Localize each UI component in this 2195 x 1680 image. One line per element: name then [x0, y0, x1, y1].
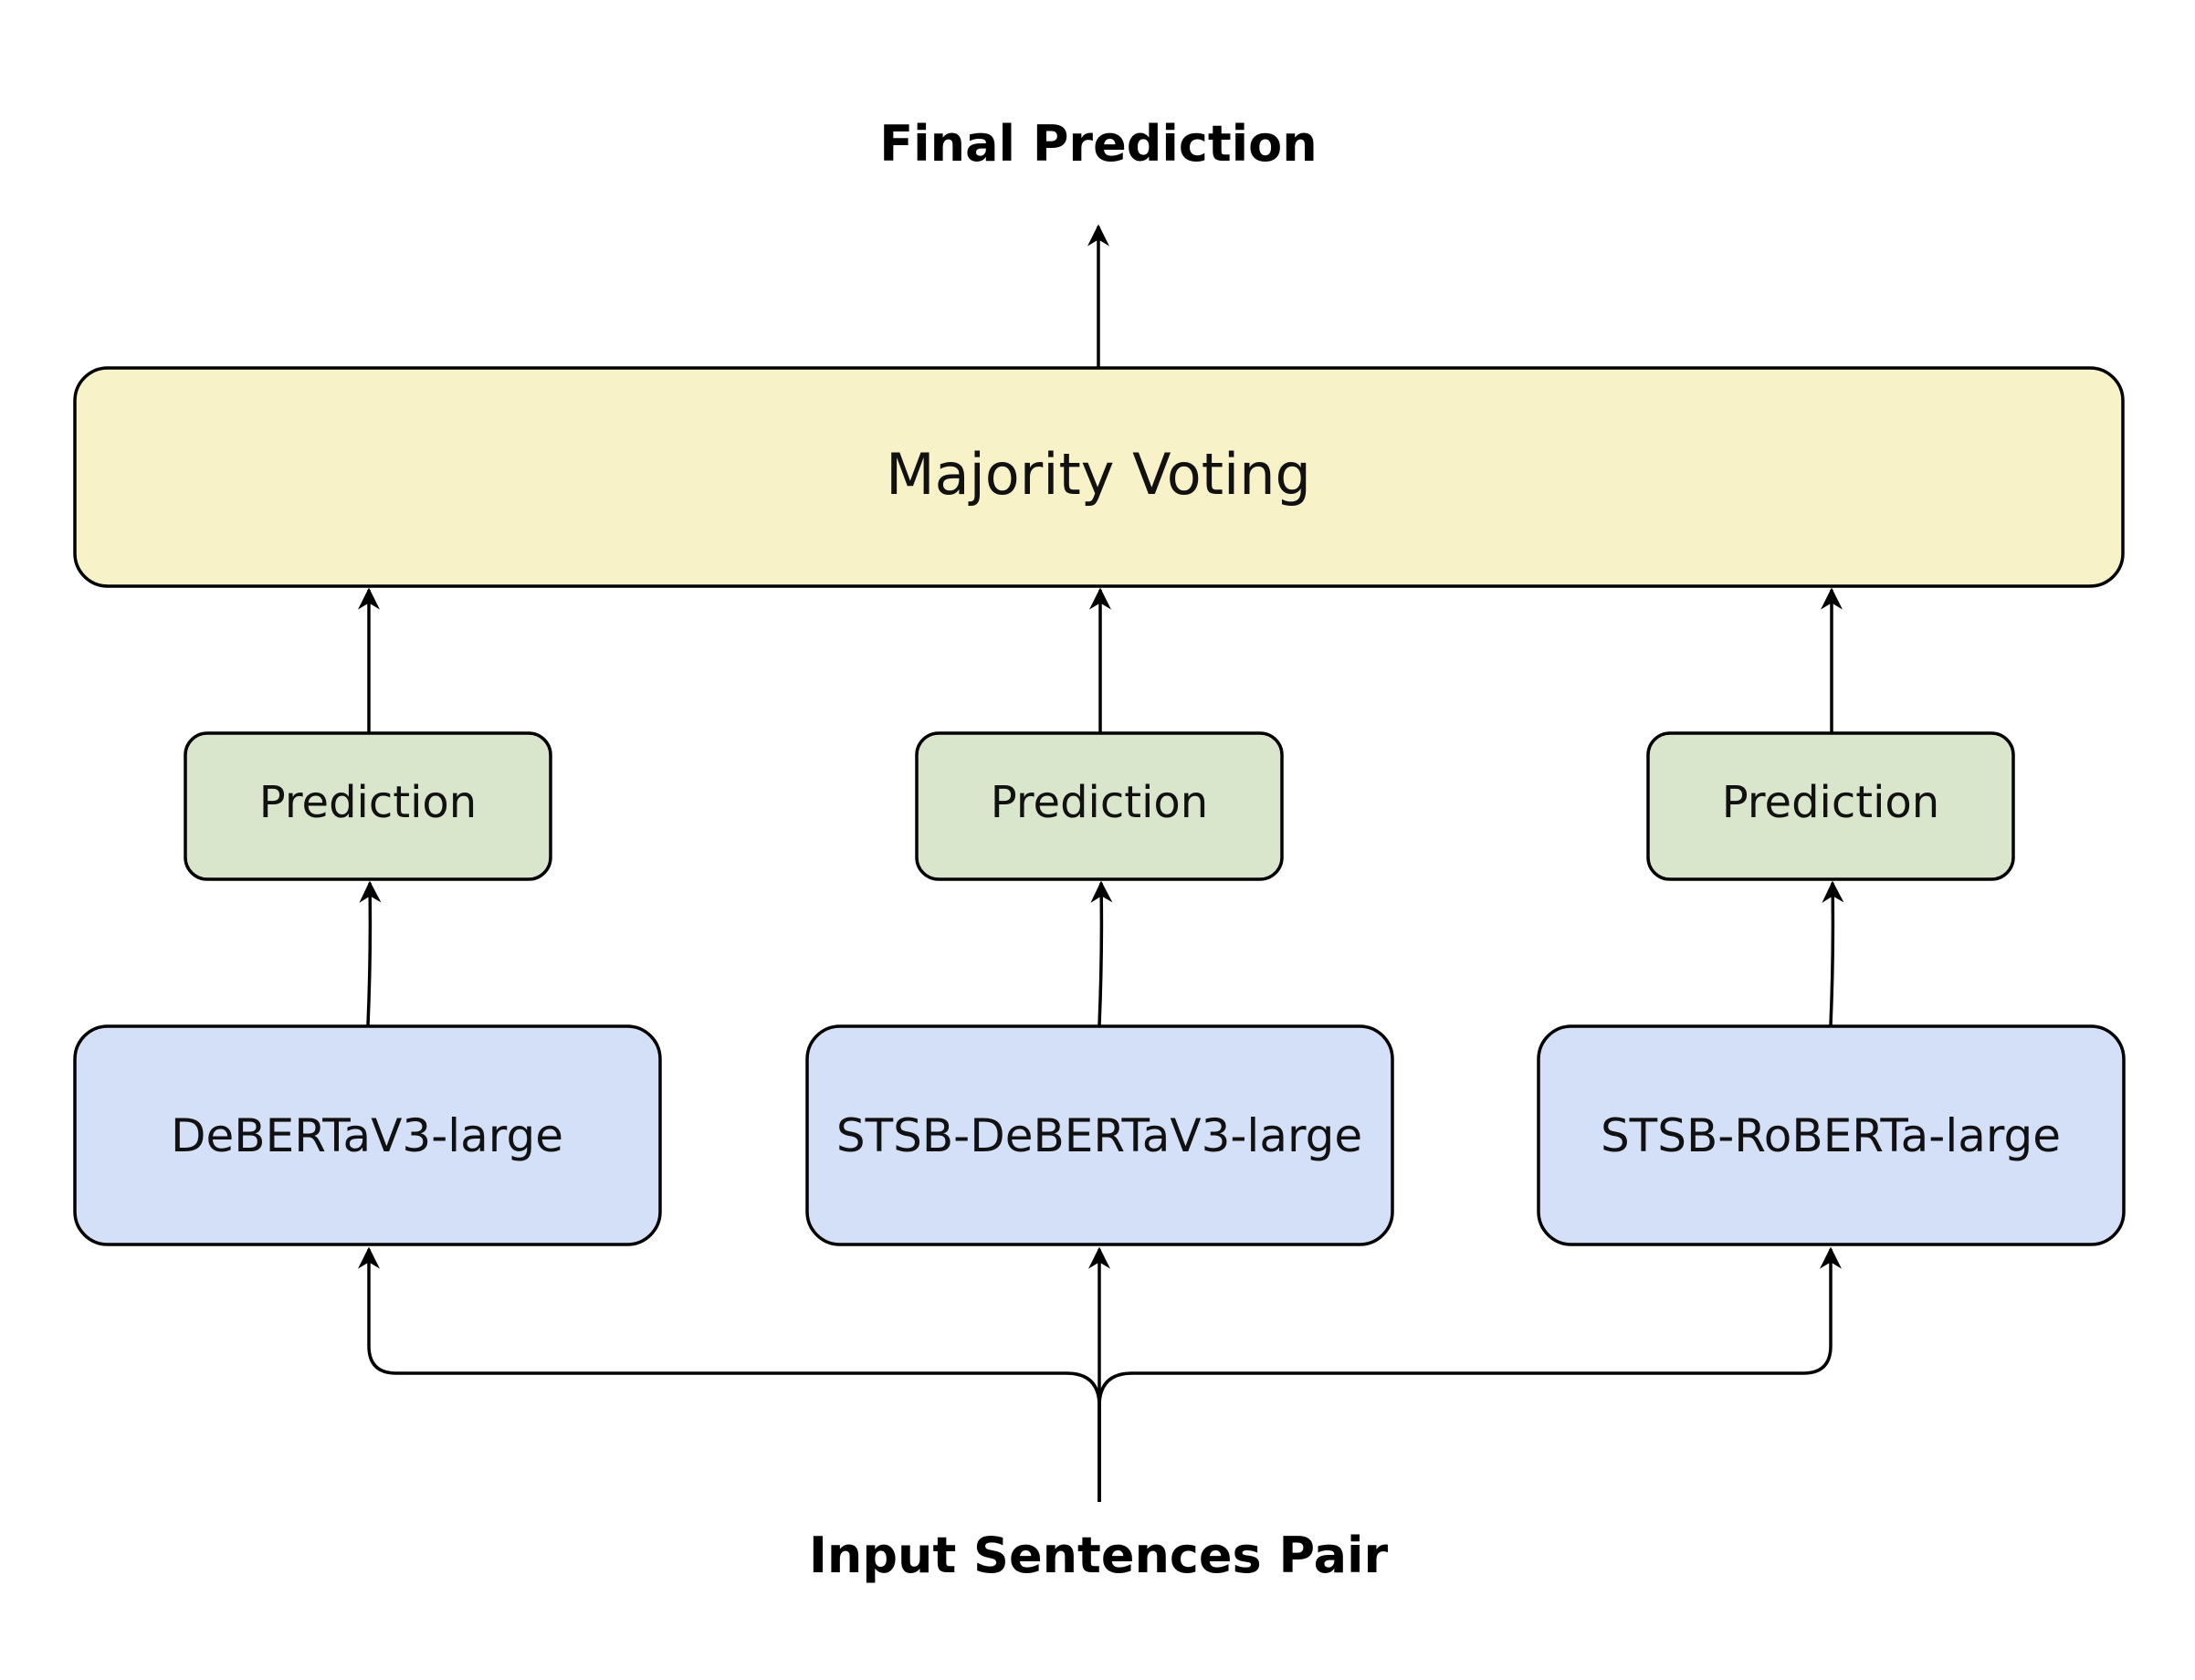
- model-box-2: [805, 1024, 1394, 1246]
- model-node-1: DeBERTaV3-large: [73, 1024, 662, 1246]
- arrow-input-to-model-3: [1098, 1246, 1842, 1502]
- model-label-3: STSB-RoBERTa-large: [1601, 1109, 2061, 1162]
- model-label-1: DeBERTaV3-large: [171, 1109, 563, 1162]
- model-box-3: [1537, 1024, 2126, 1246]
- majority-voting-box: [73, 366, 2125, 588]
- prediction-box-3: [1646, 731, 2015, 881]
- arrow-model-3-to-prediction: [1822, 880, 1844, 1026]
- prediction-label-2: Prediction: [991, 777, 1208, 828]
- input-sentences-label: Input Sentences Pair: [809, 1527, 1389, 1584]
- prediction-node-2: Prediction: [915, 731, 1284, 881]
- model-node-3: STSB-RoBERTa-large: [1537, 1024, 2126, 1246]
- majority-voting-label: Majority Voting: [886, 441, 1311, 508]
- arrow-model-1-to-prediction: [359, 880, 382, 1026]
- model-label-2: STSB-DeBERTaV3-large: [836, 1109, 1362, 1162]
- model-node-2: STSB-DeBERTaV3-large: [805, 1024, 1394, 1246]
- prediction-label-3: Prediction: [1722, 777, 1939, 828]
- prediction-label-1: Prediction: [259, 777, 477, 828]
- prediction-node-3: Prediction: [1646, 731, 2015, 881]
- prediction-box-1: [184, 731, 552, 881]
- prediction-box-2: [915, 731, 1284, 881]
- arrow-model-2-to-prediction: [1090, 880, 1113, 1026]
- majority-voting-node: Majority Voting: [73, 366, 2125, 588]
- prediction-node-1: Prediction: [184, 731, 552, 881]
- arrow-input-to-model-1: [358, 1246, 1101, 1502]
- final-prediction-label: Final Prediction: [879, 115, 1317, 173]
- model-box-1: [73, 1024, 662, 1246]
